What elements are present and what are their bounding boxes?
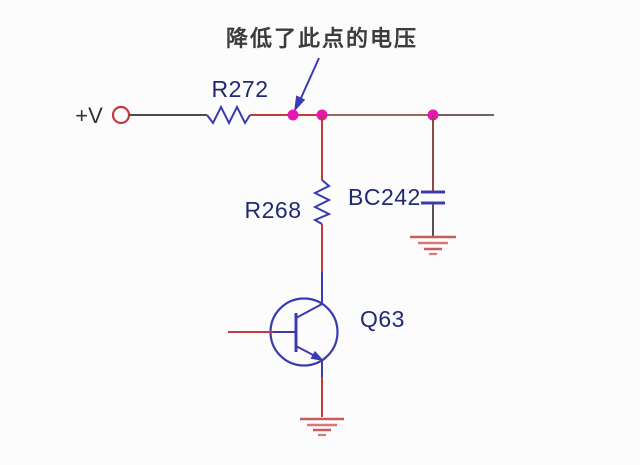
annotation-arrow-icon (294, 57, 320, 112)
transistor-emitter-arrow-icon (310, 350, 324, 361)
resistor-r272-symbol (206, 104, 251, 126)
npn-transistor-q63-symbol (228, 297, 339, 367)
supply-terminal-icon (111, 105, 131, 125)
ground-icon-capacitor (410, 235, 456, 256)
supply-label: +V (75, 103, 103, 128)
q63-label: Q63 (360, 306, 405, 332)
annotation-arrow-shaft (300, 57, 320, 99)
capacitor-bc242-symbol (421, 190, 445, 205)
annotation-arrowhead-icon (294, 95, 306, 112)
r272-label: R272 (212, 76, 269, 102)
transistor-collector-lead (295, 303, 323, 319)
annotation-text: 降低了此点的电压 (226, 26, 418, 51)
resistor-r268-symbol (312, 179, 332, 225)
bc242-label: BC242 (348, 184, 421, 210)
transistor-emitter-lead (295, 345, 316, 357)
junction-dot-1 (287, 109, 299, 121)
r268-label: R268 (245, 197, 302, 223)
ground-icon-transistor (300, 417, 344, 437)
